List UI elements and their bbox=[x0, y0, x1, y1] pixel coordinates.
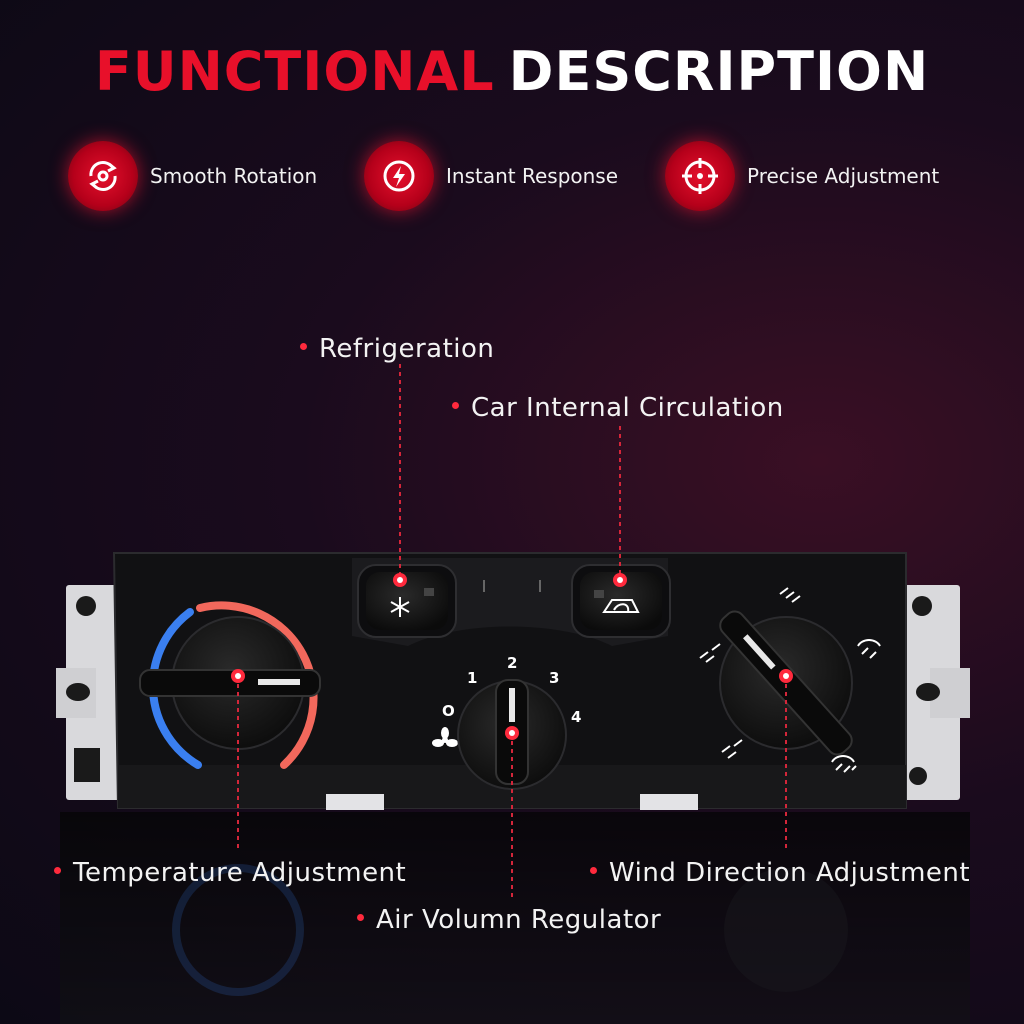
callout-wind-direction-adjustment: Wind Direction Adjustment bbox=[590, 858, 970, 888]
defrost-feet-icon bbox=[857, 639, 881, 659]
airflow-mode-icons bbox=[699, 587, 881, 773]
fan-speed-4: 4 bbox=[571, 708, 581, 726]
ac-button[interactable] bbox=[357, 564, 457, 638]
face-vent-icon bbox=[779, 587, 801, 603]
title-part-description: DESCRIPTION bbox=[508, 40, 930, 103]
car-recirculation-icon bbox=[602, 599, 640, 613]
feature-smooth-rotation: Smooth Rotation bbox=[68, 138, 317, 214]
fan-speed-scale: O 1 2 3 4 bbox=[442, 654, 581, 726]
recirculation-button[interactable] bbox=[571, 564, 671, 638]
crosshair-icon bbox=[665, 141, 735, 211]
feature-instant-response: Instant Response bbox=[364, 138, 618, 214]
snowflake-icon bbox=[390, 597, 410, 617]
bullet-dot bbox=[300, 343, 307, 350]
callout-leader-lines bbox=[237, 364, 787, 898]
callout-points bbox=[231, 573, 793, 740]
fan-icon bbox=[432, 727, 458, 747]
rotation-icon bbox=[68, 141, 138, 211]
bullet-dot bbox=[357, 914, 364, 921]
callout-refrigeration: Refrigeration bbox=[300, 334, 494, 364]
title-part-functional: FUNCTIONAL bbox=[94, 40, 495, 103]
callout-temperature-adjustment: Temperature Adjustment bbox=[54, 858, 406, 888]
feature-label: Instant Response bbox=[446, 164, 619, 188]
bilevel-vent-icon bbox=[699, 643, 721, 663]
bullet-dot bbox=[452, 402, 459, 409]
callout-internal-circulation: Car Internal Circulation bbox=[452, 393, 784, 423]
feature-precise-adjustment: Precise Adjustment bbox=[665, 138, 939, 214]
callout-air-volume-regulator: Air Volumn Regulator bbox=[357, 905, 661, 935]
feature-label: Smooth Rotation bbox=[150, 164, 318, 188]
bullet-dot bbox=[54, 867, 61, 874]
fan-speed-3: 3 bbox=[549, 669, 559, 687]
mount-bracket-left bbox=[56, 585, 122, 800]
feature-label: Precise Adjustment bbox=[747, 164, 940, 188]
fan-speed-off: O bbox=[442, 702, 455, 720]
lightning-icon bbox=[364, 141, 434, 211]
fan-speed-1: 1 bbox=[467, 669, 477, 687]
bullet-dot bbox=[590, 867, 597, 874]
defrost-icon bbox=[831, 755, 857, 773]
fan-speed-2: 2 bbox=[507, 654, 517, 672]
feet-vent-icon bbox=[721, 739, 743, 759]
mount-bracket-right bbox=[902, 585, 970, 800]
